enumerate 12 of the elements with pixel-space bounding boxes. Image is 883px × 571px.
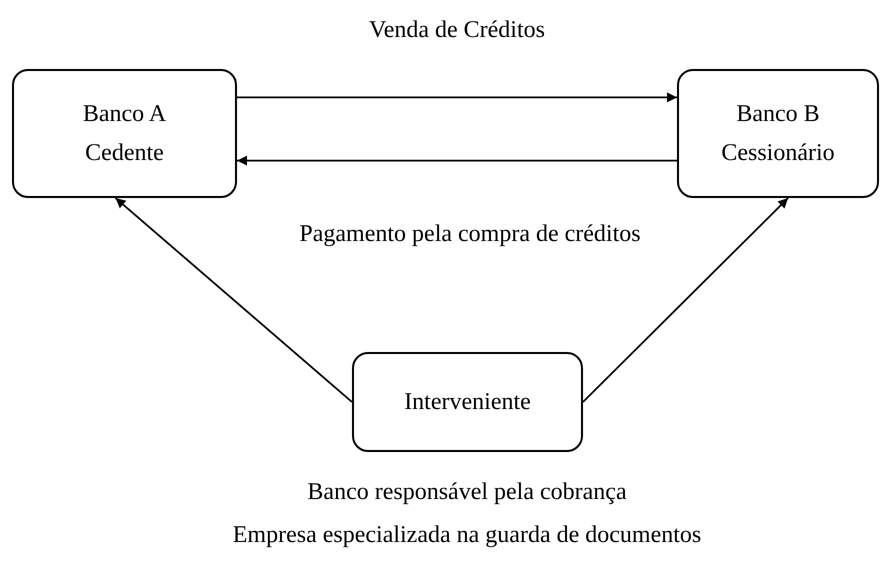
node-subtitle: Cessionário xyxy=(721,138,835,168)
process-box xyxy=(677,69,879,198)
node-subtitle: Cedente xyxy=(85,138,164,168)
node-title: Banco B xyxy=(736,100,820,128)
process-box xyxy=(12,69,237,198)
node-title: Banco A xyxy=(82,100,166,128)
arrow xyxy=(114,197,353,403)
node-title: Interveniente xyxy=(404,388,531,416)
arrow xyxy=(582,197,789,403)
arrow xyxy=(237,156,677,166)
arrow xyxy=(237,92,677,102)
process-box xyxy=(352,352,583,452)
